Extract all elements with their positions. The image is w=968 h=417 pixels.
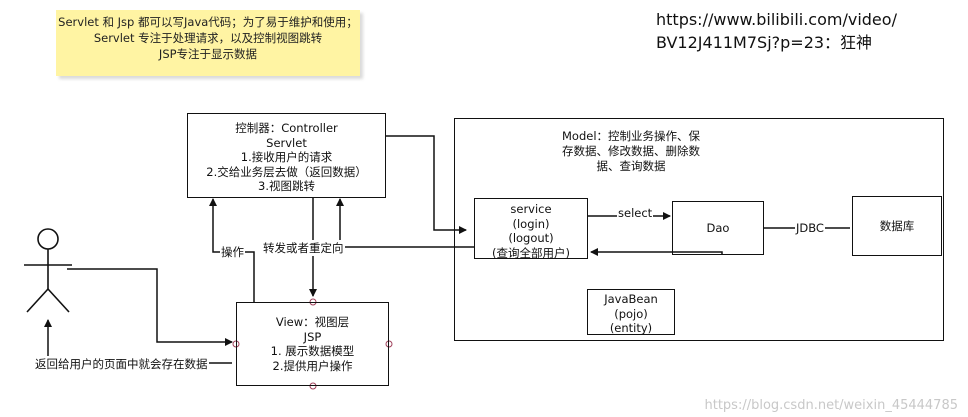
javabean-pojo: (pojo): [614, 306, 648, 321]
service-login: (login): [512, 216, 550, 231]
service-query-all: (查询全部用户): [492, 245, 570, 260]
return-to-user-label: 返回给用户的页面中就会存在数据: [34, 356, 209, 372]
model-desc-line-3: 据、查询数据: [596, 159, 666, 173]
view-box: View：视图层 JSP 1. 展示数据模型 2.提供用户操作: [236, 302, 389, 386]
edge-user-to-view: [67, 268, 233, 346]
dao-box: Dao: [672, 201, 764, 255]
note-line-1: Servlet 和 Jsp 都可以写Java代码；为了易于维护和使用；: [58, 15, 358, 29]
operate-label: 操作: [220, 244, 245, 260]
note-line-2: Servlet 专注于处理请求，以及控制视图跳转: [93, 31, 323, 45]
javabean-box: JavaBean (pojo) (entity): [587, 289, 675, 335]
javabean-title: JavaBean: [604, 292, 658, 306]
model-container: Model：控制业务操作、保 存数据、修改数据、删除数 据、查询数据: [454, 118, 944, 341]
controller-box: 控制器：Controller Servlet 1.接收用户的请求 2.交给业务层…: [187, 113, 386, 198]
controller-step-2: 2.交给业务层去做（返回数据）: [206, 164, 367, 179]
service-title: service: [510, 202, 552, 216]
view-step-2: 2.提供用户操作: [272, 358, 353, 373]
database-box: 数据库: [852, 196, 942, 256]
dao-label: Dao: [706, 220, 730, 235]
service-box: service (login) (logout) (查询全部用户): [474, 198, 588, 260]
edge-controller-to-service: [385, 135, 467, 234]
user-actor-icon: [24, 228, 72, 313]
note-line-3: JSP专注于显示数据: [158, 47, 258, 61]
database-label: 数据库: [879, 218, 915, 233]
javabean-entity: (entity): [609, 321, 653, 335]
service-logout: (logout): [508, 231, 554, 245]
url-line-1: https://www.bilibili.com/video/: [656, 10, 897, 29]
source-url: https://www.bilibili.com/video/ BV12J411…: [656, 8, 897, 54]
jdbc-label: JDBC: [795, 221, 825, 235]
model-desc-line-2: 存数据、修改数据、删除数: [562, 144, 700, 158]
view-title: View：视图层: [275, 315, 350, 329]
controller-step-1: 1.接收用户的请求: [240, 150, 333, 164]
forward-redirect-label: 转发或者重定向: [262, 240, 345, 256]
select-label: select: [617, 206, 654, 220]
url-line-2: BV12J411M7Sj?p=23：狂神: [656, 33, 873, 52]
watermark: https://blog.csdn.net/weixin_45444785: [704, 398, 958, 413]
controller-step-3: 3.视图跳转: [258, 179, 315, 193]
view-jsp: JSP: [303, 329, 322, 344]
model-desc-line-1: Model：控制业务操作、保: [561, 129, 701, 143]
controller-servlet: Servlet: [266, 135, 307, 150]
view-step-1: 1. 展示数据模型: [270, 344, 355, 358]
controller-title: 控制器：Controller: [235, 121, 338, 135]
sticky-note: Servlet 和 Jsp 都可以写Java代码；为了易于维护和使用； Serv…: [56, 10, 360, 76]
